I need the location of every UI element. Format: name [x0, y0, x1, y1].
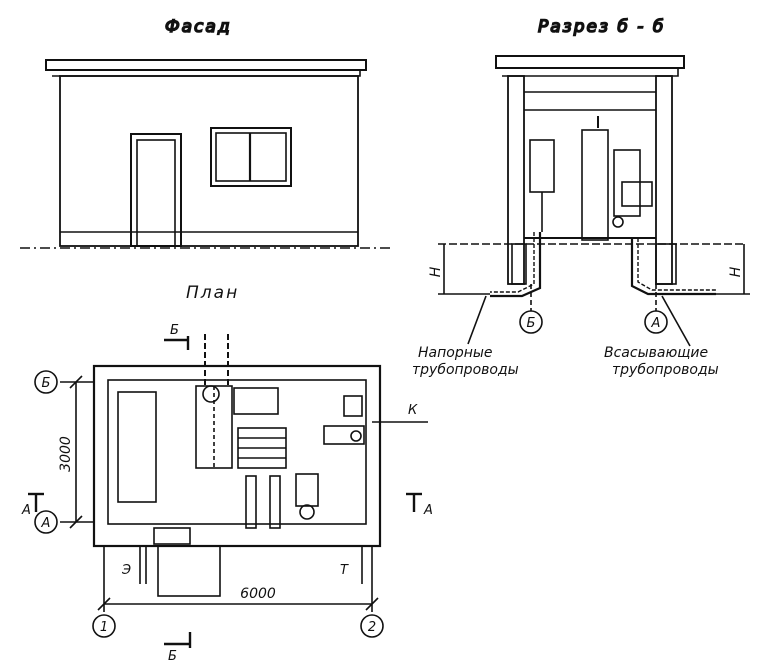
section-height-left: H [428, 266, 444, 277]
facade-cornice [45, 59, 367, 71]
plan-axis-1-circle [92, 614, 116, 638]
section-valve [612, 216, 624, 228]
plan-cut-b-bottom-label: Б [168, 649, 177, 664]
section-pressure-pipe-2 [490, 232, 535, 293]
plan-wall-inner [107, 379, 367, 525]
facade-window [210, 127, 292, 187]
plan-axis-a-circle [34, 510, 58, 534]
facade-title: Фасад [165, 17, 232, 37]
section-wall-left [507, 75, 525, 285]
plan-dim-6000-tick-right [365, 597, 379, 611]
section-suction-pipe-2 [637, 238, 716, 291]
section-title: Разрез б - б [538, 17, 665, 37]
section-note-suction-1: Всасывающие [604, 345, 708, 361]
plan-tank [195, 385, 233, 469]
section-roof-lower [502, 67, 679, 77]
plan-label-k: К [408, 403, 418, 418]
section-wall-right [655, 75, 673, 285]
plan-dim-height: 3000 [58, 436, 74, 472]
section-roof [495, 55, 685, 69]
plan-equipment-left [117, 391, 157, 503]
plan-pump-1 [245, 475, 257, 529]
plan-cut-b-top-label: Б [170, 323, 179, 338]
plan-cut-a-left-label: А [21, 503, 31, 518]
plan-entrance-platform [157, 545, 221, 597]
plan-meter [350, 430, 362, 442]
section-foundation-right [655, 243, 677, 285]
plan-axis-1-label: 1 [100, 620, 108, 635]
plan-axis-a-label: А [41, 516, 51, 531]
section-foundation-left [511, 243, 527, 285]
plan-dim-3000-tick-bottom [69, 515, 83, 529]
plan-label-e: Э [121, 563, 131, 578]
section-suction-pipe [630, 238, 716, 296]
section-note-suction-2: трубопроводы [612, 362, 719, 378]
section-axis-b-label: Б [527, 316, 536, 331]
plan-axis-2-label: 2 [368, 620, 376, 635]
plan-valve-top [202, 385, 220, 403]
section-note-pressure-2: трубопроводы [412, 362, 519, 378]
plan-dim-6000-tick-left [97, 597, 111, 611]
plan-axis-b-circle [34, 370, 58, 394]
facade-door-leaf [136, 139, 176, 247]
plan-sink [343, 395, 363, 417]
section-view: Разрез б - б [438, 16, 750, 347]
section-pressure-pipe [490, 232, 542, 298]
section-note-pressure-1: Напорные [418, 345, 493, 361]
section-equipment-left [529, 139, 555, 193]
facade-view: Фасад [20, 16, 390, 249]
facade-wall [59, 75, 359, 247]
section-height-right: H [728, 266, 744, 277]
section-axis-a-label: А [651, 316, 661, 331]
plan-dim-width: 6000 [240, 586, 276, 602]
plan-door [153, 527, 191, 545]
plan-title: План [186, 283, 239, 303]
plan-label-t: Т [340, 563, 349, 578]
plan-panel [323, 425, 365, 445]
section-pump-body [613, 149, 641, 217]
plan-wall-outer [92, 364, 382, 548]
section-note-left-leader [467, 295, 487, 345]
plan-pump-2 [269, 475, 281, 529]
section-pump-motor [621, 181, 653, 207]
plan-cut-a-right-label: А [423, 503, 433, 518]
section-opening [581, 129, 609, 241]
section-note-right-leader [661, 295, 691, 347]
plan-axis-b-label: Б [42, 376, 51, 391]
plan-pump-motor [299, 504, 315, 520]
facade-door [130, 133, 182, 247]
plan-pump-unit [295, 473, 319, 507]
plan-axis-2-circle [360, 614, 384, 638]
plan-dim-3000-tick-top [69, 375, 83, 389]
plan-view [28, 334, 428, 648]
plan-cabinet [233, 387, 279, 415]
